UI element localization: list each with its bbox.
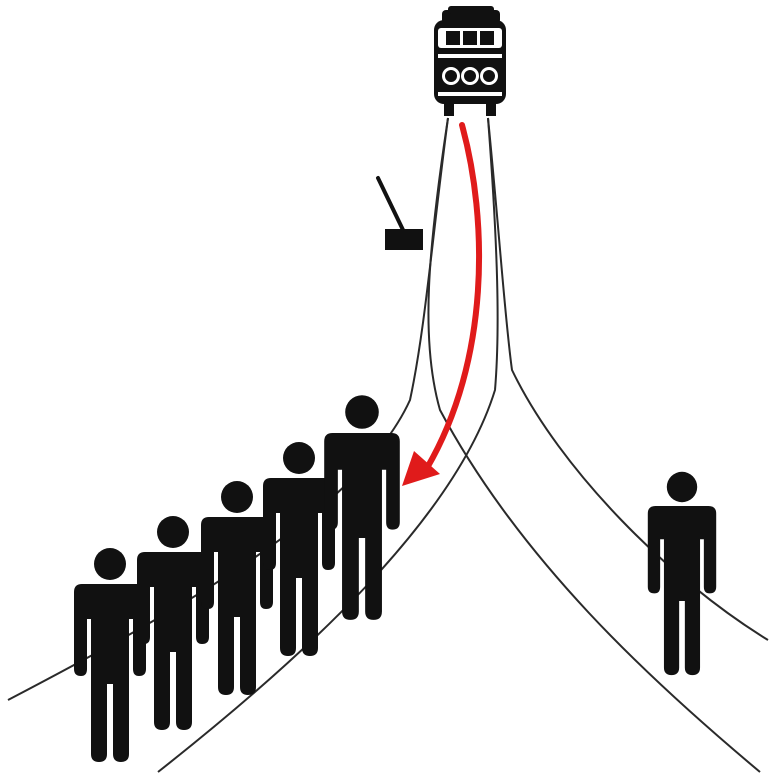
person-icon (137, 516, 209, 730)
trolley-icon (434, 6, 506, 116)
person-icon (201, 481, 273, 695)
person-icon (648, 472, 716, 675)
person-icon (74, 548, 146, 762)
person-icon (324, 395, 400, 620)
lever-icon (378, 178, 423, 250)
person-group-right (648, 472, 716, 675)
track-rail-right-outer (488, 118, 768, 640)
